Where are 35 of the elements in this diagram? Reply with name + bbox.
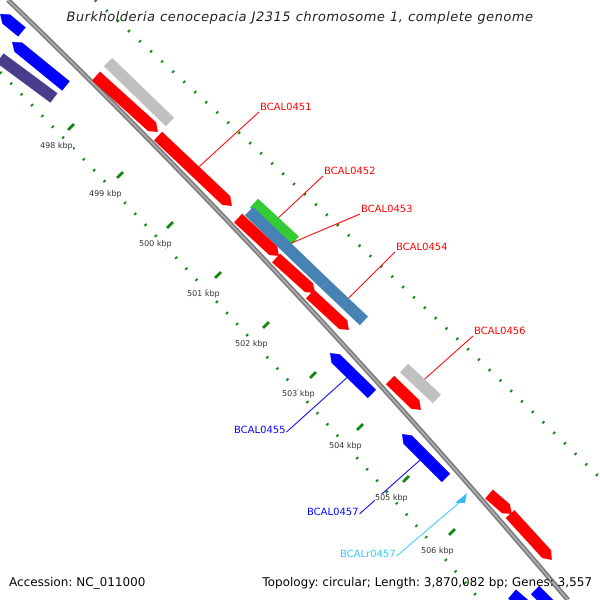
- gene-label: BCAL0457: [307, 508, 359, 518]
- gene-block: [330, 353, 376, 398]
- scale-label: 498 kbp: [40, 142, 73, 150]
- gene-block: [154, 132, 232, 206]
- title: Burkholderia cenocepacia J2315 chromosome 1, complete genome: [65, 11, 535, 24]
- scale-label: 500 kbp: [139, 240, 172, 248]
- gene-block: [402, 434, 450, 482]
- gene-label: BCAL0452: [324, 167, 376, 177]
- leader-line: [348, 252, 396, 299]
- gene-marker: [455, 493, 467, 503]
- leader-line: [424, 336, 474, 380]
- scale-label: 499 kbp: [89, 190, 122, 198]
- gene-label: BCAL0453: [361, 205, 413, 215]
- gene-label: BCAL0451: [260, 103, 312, 113]
- leader-line: [290, 214, 360, 244]
- scale-label: 506 kbp: [421, 547, 454, 555]
- gene-label: BCAL0456: [474, 327, 526, 337]
- scale-label: 503 kbp: [282, 390, 315, 398]
- gene-block: [400, 364, 442, 404]
- leader-line: [396, 502, 460, 556]
- gene-block: [320, 280, 368, 326]
- leader-line: [359, 460, 420, 514]
- scale-label: 502 kbp: [235, 340, 268, 348]
- gene-label: BCALr0457: [340, 550, 396, 560]
- leader-line: [198, 112, 260, 168]
- footer-text: Topology: circular; Length: 3,870,082 bp; Genes: 3,557: [262, 576, 592, 588]
- scale-label: 501 kbp: [187, 290, 220, 298]
- leader-line: [278, 176, 324, 218]
- leader-line: [286, 377, 348, 432]
- scale-label: 504 kbp: [329, 442, 362, 450]
- gene-block: [244, 206, 330, 288]
- footer-text: Accession: NC_011000: [9, 576, 146, 588]
- scale-label: 505 kbp: [375, 494, 408, 502]
- gene-label: BCAL0455: [234, 426, 286, 436]
- gene-label: BCAL0454: [396, 243, 448, 253]
